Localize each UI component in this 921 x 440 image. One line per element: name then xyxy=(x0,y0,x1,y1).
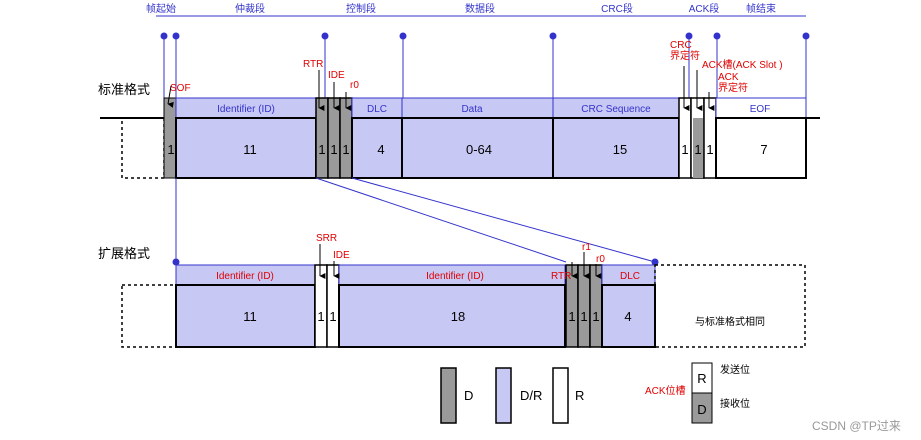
ext-bits-srr: 1 xyxy=(317,309,324,324)
legend-ack-d-box xyxy=(691,392,713,424)
ext-bits-dlc: 4 xyxy=(624,309,631,324)
standard-title: 标准格式 xyxy=(98,82,150,97)
bits-crcd: 1 xyxy=(681,142,688,157)
bits-r0: 1 xyxy=(342,142,349,157)
bits-crc: 15 xyxy=(613,142,627,157)
ext-bits-id1: 11 xyxy=(243,309,257,324)
seg-sof: 帧起始 xyxy=(146,2,176,15)
ext-label-rtr: RTR xyxy=(551,271,571,282)
ext-label-r1: r1 xyxy=(582,242,591,253)
field-eof: EOF xyxy=(750,104,771,115)
ext-bits-id2: 18 xyxy=(451,309,465,324)
crcd-line-1: 界定符 xyxy=(670,49,700,62)
ext-label-r0: r0 xyxy=(596,254,605,265)
legend-dr-swatch xyxy=(495,367,512,424)
bits-eof: 7 xyxy=(760,142,767,157)
legend-r: R xyxy=(575,388,584,403)
label-ide: IDE xyxy=(328,70,345,81)
ext-label-ide: IDE xyxy=(333,250,350,261)
legend-d: D xyxy=(464,388,473,403)
seg-ack: ACK段 xyxy=(689,2,720,15)
ext-same-note: 与标准格式相同 xyxy=(695,315,765,328)
bits-data: 0-64 xyxy=(466,142,492,157)
ext-field-id1: Identifier (ID) xyxy=(216,271,274,282)
label-r0: r0 xyxy=(350,80,359,91)
ext-field-dlc: DLC xyxy=(620,271,640,282)
ext-bits-ide: 1 xyxy=(329,309,336,324)
watermark: CSDN @TP过来 xyxy=(812,419,901,433)
ext-bits-r0: 1 xyxy=(592,309,599,324)
label-rtr: RTR xyxy=(303,59,323,70)
seg-ctrl: 控制段 xyxy=(346,2,376,15)
seg-arb: 仲裁段 xyxy=(235,2,265,15)
crcd-line-0: CRC xyxy=(670,40,692,51)
extended-frame: 扩展格式 Identifier (ID) Identifier (ID) DLC… xyxy=(98,233,806,348)
field-id: Identifier (ID) xyxy=(217,104,275,115)
legend-dr: D/R xyxy=(520,388,542,403)
bits-rtr: 1 xyxy=(318,142,325,157)
ext-field-id2: Identifier (ID) xyxy=(426,271,484,282)
ext-label-srr: SRR xyxy=(316,233,337,244)
frame-connectors xyxy=(172,177,659,266)
label-ack-slot: ACK槽(ACK Slot ) xyxy=(702,58,783,71)
label-sof: SOF xyxy=(170,83,191,94)
extended-title: 扩展格式 xyxy=(98,246,150,261)
ext-bits-rtr: 1 xyxy=(568,309,575,324)
legend: D D/R R ACK位槽 R D 发送位 接收位 xyxy=(440,362,750,424)
ext-bits-r1: 1 xyxy=(580,309,587,324)
standard-frame: 标准格式 Identifier (ID) DLC Data CRC Sequen… xyxy=(98,40,820,179)
ackd-line-1: 界定符 xyxy=(718,81,748,94)
legend-r-swatch xyxy=(552,367,569,424)
seg-eof: 帧结束 xyxy=(746,2,776,15)
legend-d-swatch xyxy=(440,367,457,424)
legend-send: 发送位 xyxy=(720,363,750,376)
ackd-line-0: ACK xyxy=(718,72,739,83)
bits-sof: 1 xyxy=(167,142,174,157)
field-crc: CRC Sequence xyxy=(581,104,651,115)
legend-ack-title: ACK位槽 xyxy=(645,384,686,397)
bits-ide: 1 xyxy=(330,142,337,157)
seg-crc: CRC段 xyxy=(601,2,633,15)
seg-data: 数据段 xyxy=(465,2,495,15)
bits-id: 11 xyxy=(243,142,257,157)
bits-ack: 1 xyxy=(694,142,701,157)
bits-ackd: 1 xyxy=(706,142,713,157)
field-dlc: DLC xyxy=(367,104,387,115)
legend-recv: 接收位 xyxy=(720,397,750,410)
bits-dlc: 4 xyxy=(377,142,384,157)
legend-ack-d: D xyxy=(697,402,706,417)
legend-ack-r: R xyxy=(697,371,706,386)
field-data: Data xyxy=(461,104,483,115)
